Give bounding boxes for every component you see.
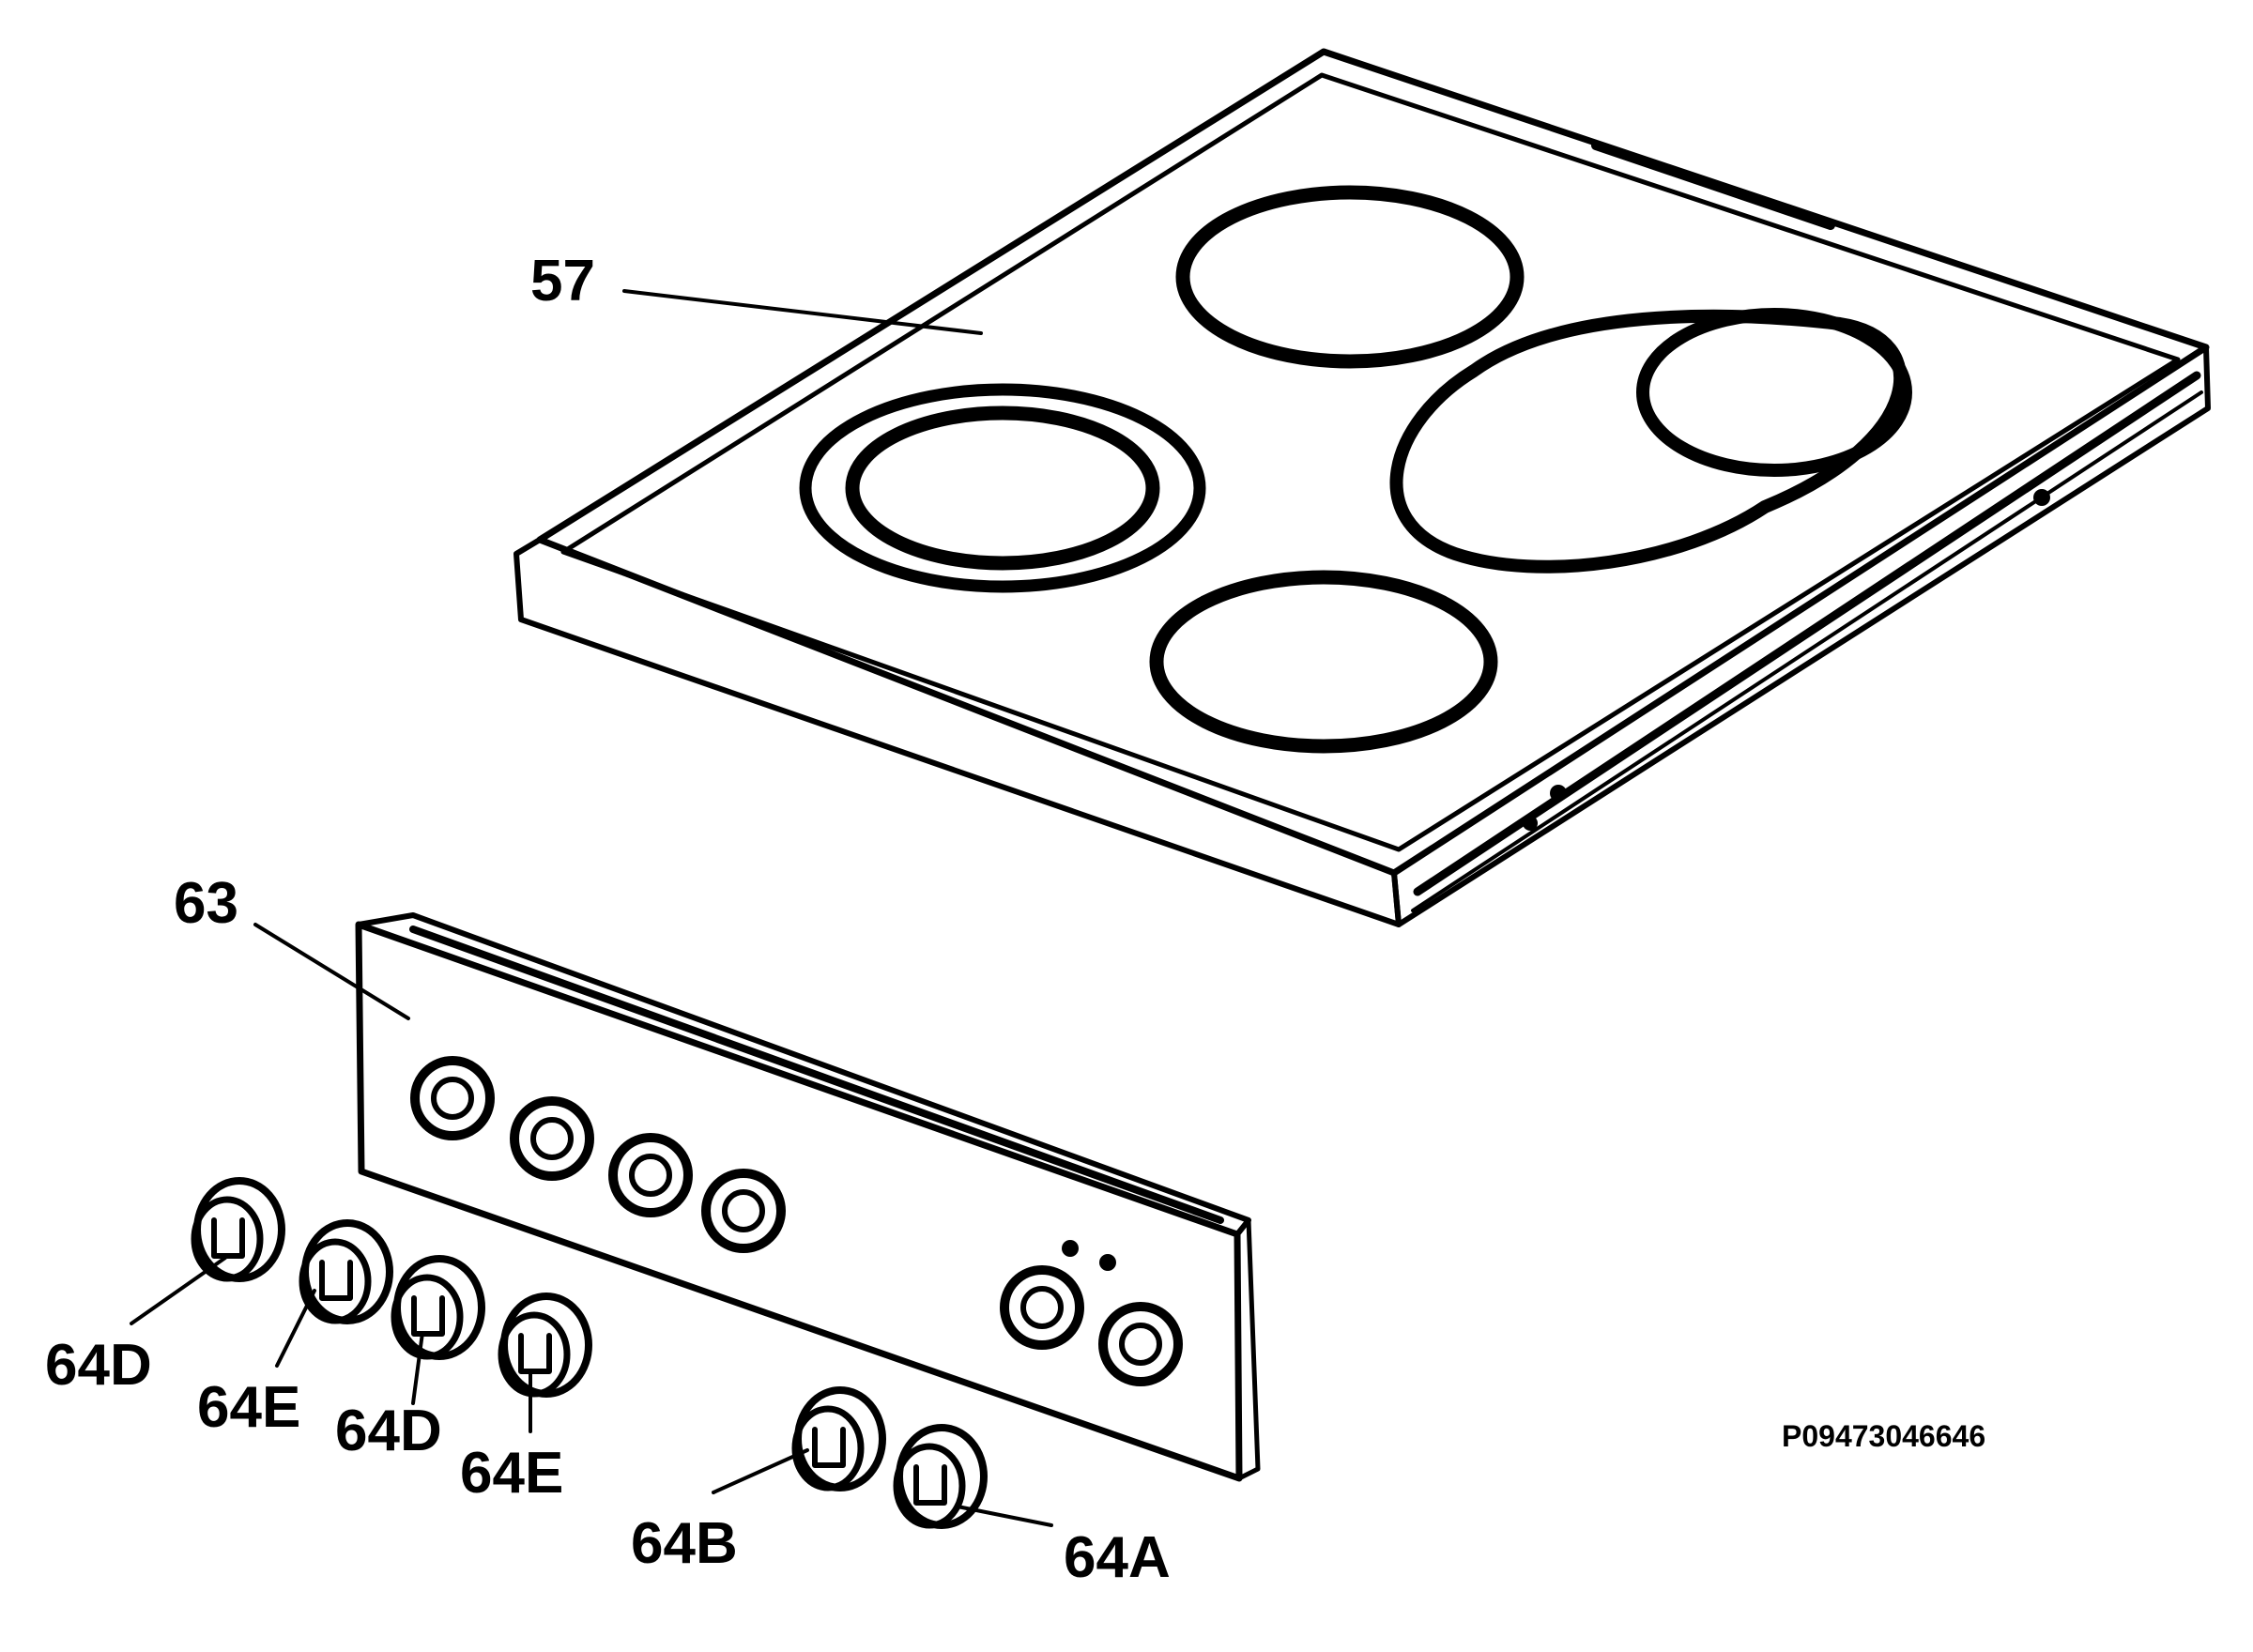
callout-64d-2: 64D [335, 1399, 442, 1463]
indicator-lamp [1062, 1240, 1079, 1257]
hob-side-trim [1413, 371, 2201, 896]
panel-side-edge [1234, 1217, 1261, 1481]
knob-64e-1 [299, 1219, 393, 1324]
callout-57: 57 [530, 249, 595, 314]
knob-sockets [410, 1056, 1183, 1386]
knob-64d-2 [391, 1255, 485, 1360]
cooking-zone-extended-oval [1389, 309, 1907, 574]
callout-64e-1: 64E [197, 1375, 300, 1440]
hob-screw-hole [2033, 489, 2050, 506]
control-panel-63 [355, 912, 1261, 1482]
callout-64d-1: 64D [45, 1333, 152, 1398]
callout-64b: 64B [631, 1511, 738, 1576]
knob-64d-1 [191, 1177, 285, 1282]
hob-front-face [513, 537, 1402, 927]
panel-face [355, 921, 1243, 1482]
ceramic-hob-57 [513, 48, 2211, 927]
hob-top-outline [536, 48, 2210, 877]
hob-side-trim-lower [1411, 390, 2203, 912]
cooking-zone-dual-inner [845, 405, 1160, 571]
hob-screw-hole [1523, 816, 1538, 831]
hob-side-face [1391, 344, 2211, 927]
hob-screw-hole [1550, 785, 1567, 802]
knob-64b [791, 1386, 886, 1491]
callout-64a: 64A [1064, 1525, 1171, 1590]
callout-63: 63 [174, 871, 238, 936]
panel-top-trim [409, 925, 1224, 1224]
leader-lines [130, 289, 1053, 1527]
knob-64e-2 [498, 1293, 592, 1398]
cooking-zone-extended-inner [1636, 308, 1912, 477]
knob-64a [893, 1424, 988, 1529]
panel-top-edge [356, 912, 1251, 1237]
hob-inner-rim [560, 72, 2181, 852]
hob-rear-trim [1591, 141, 1835, 230]
cooking-zone-dual-outer [799, 383, 1206, 593]
callout-64e-2: 64E [460, 1441, 563, 1506]
indicator-lamp [1099, 1254, 1116, 1271]
cooking-zone-rear-left [1175, 185, 1525, 369]
control-knobs [191, 1177, 988, 1529]
callout-labels: 57 63 64D 64E 64D 64E 64B 64A P094730466… [45, 249, 1985, 1590]
cooking-zone-front [1149, 570, 1498, 754]
drawing-code: P09473046646 [1782, 1419, 1985, 1453]
